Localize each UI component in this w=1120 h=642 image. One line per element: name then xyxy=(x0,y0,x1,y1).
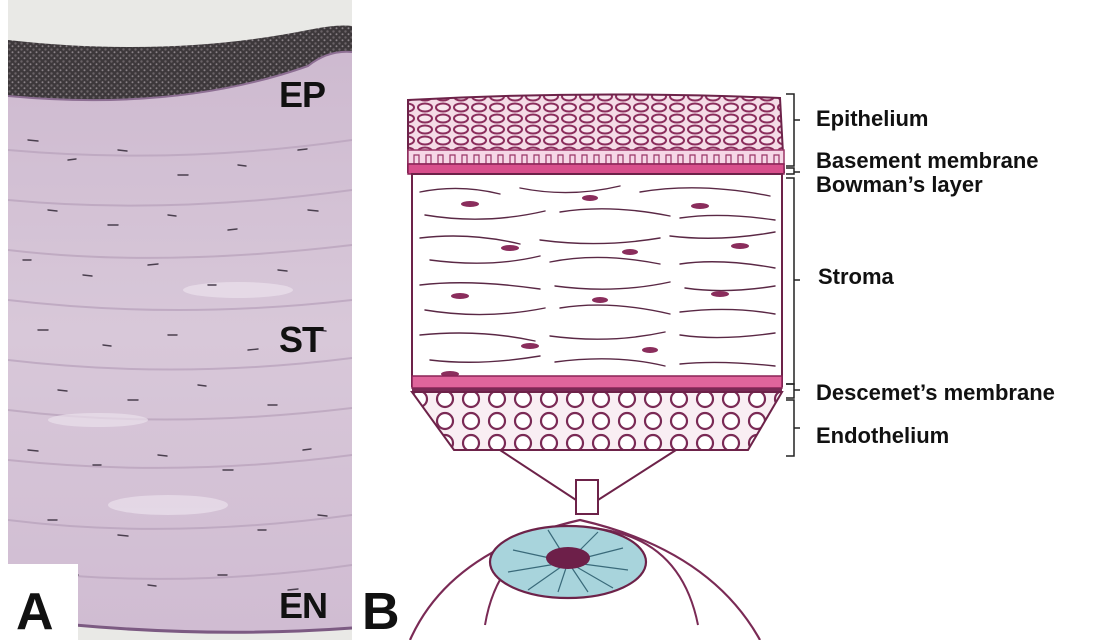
panel-letter-a: A xyxy=(16,582,54,642)
panel-letter-b: B xyxy=(362,582,400,642)
endothelium-label-en: EN xyxy=(279,585,327,627)
layer-brackets xyxy=(780,88,810,468)
layer-label-descemets-membrane: Descemet’s membrane xyxy=(816,382,1055,404)
epithelium-label-ep: EP xyxy=(279,74,325,116)
layer-label-stroma: Stroma xyxy=(818,266,894,288)
layer-label-endothelium: Endothelium xyxy=(816,425,949,447)
layer-label-basement-membrane: Basement membrane xyxy=(816,150,1039,172)
layer-label-bowmans-layer: Bowman’s layer xyxy=(816,174,983,196)
layer-label-epithelium: Epithelium xyxy=(816,108,928,130)
stroma-label-st: ST xyxy=(279,319,323,361)
cornea-schematic xyxy=(380,80,810,640)
